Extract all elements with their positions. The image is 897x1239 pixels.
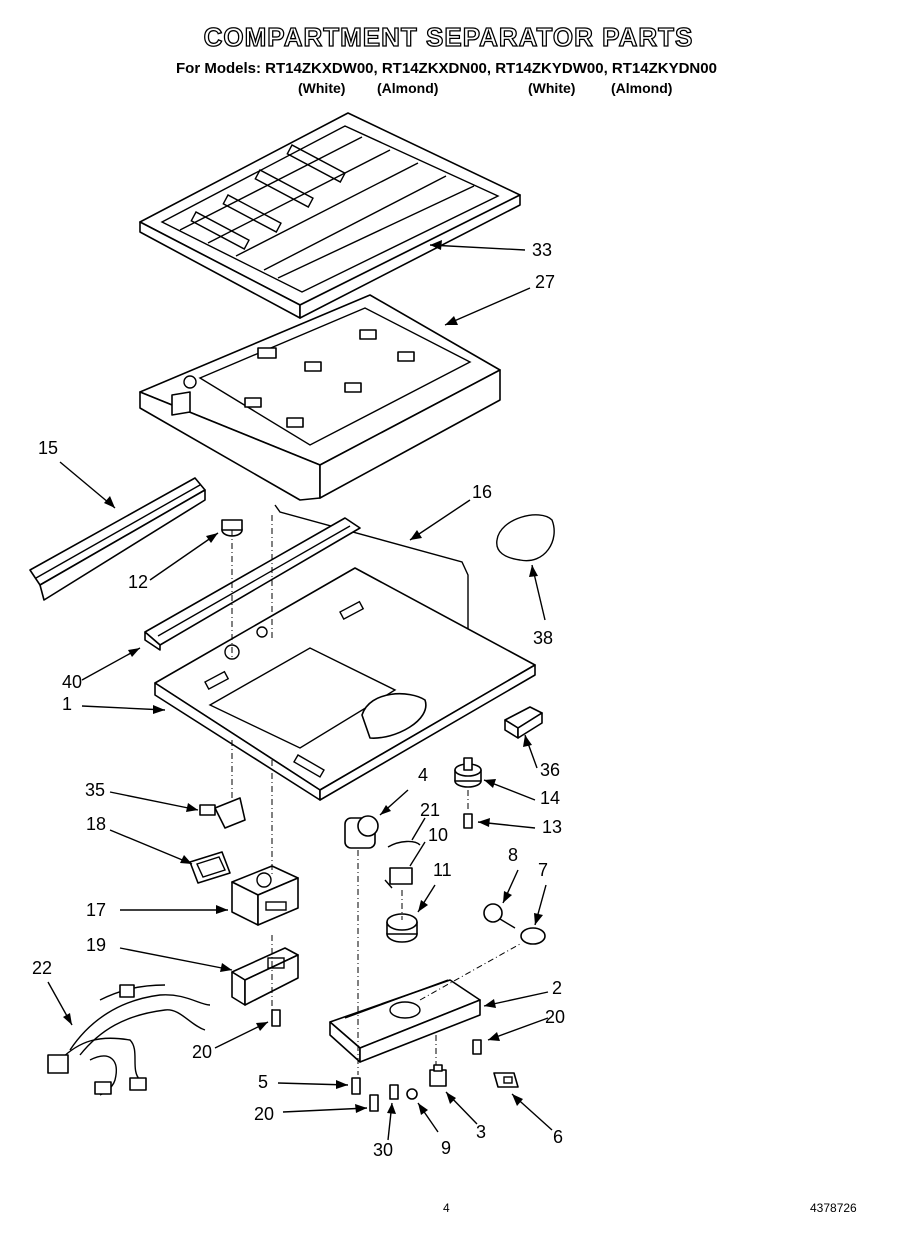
part-27-cover (139, 294, 501, 501)
callout-15: 15 (38, 438, 59, 458)
callout-40: 40 (62, 672, 83, 692)
callout-leaders (47, 240, 553, 1141)
part-7-socket (520, 927, 546, 945)
callout-27: 27 (535, 272, 556, 292)
callout-35: 35 (85, 780, 106, 800)
callout-4: 4 (418, 765, 429, 785)
callout-1: 1 (62, 694, 73, 714)
callout-11: 11 (433, 860, 452, 880)
callout-38: 38 (533, 628, 554, 648)
callout-16: 16 (472, 482, 493, 502)
page-number: 4 (443, 1201, 450, 1215)
callout-12: 12 (128, 572, 149, 592)
callout-22: 22 (32, 958, 53, 978)
part-18-lens (189, 851, 231, 884)
callout-20: 20 (254, 1104, 275, 1124)
callout-5: 5 (258, 1072, 269, 1092)
callout-20: 20 (192, 1042, 213, 1062)
callout-3: 3 (476, 1122, 487, 1142)
callout-2: 2 (552, 978, 563, 998)
part-9-nut (406, 1088, 418, 1100)
part-1-base (154, 567, 536, 801)
part-35-bracket (199, 797, 246, 829)
assembly-line (419, 943, 521, 1001)
part-2-housing (329, 979, 481, 1063)
part-20-screw (271, 1009, 281, 1027)
part-20-screw (369, 1094, 379, 1112)
color-label: (Almond) (377, 80, 439, 96)
part-38-gasket (496, 514, 555, 562)
color-label: (Almond) (611, 80, 673, 96)
part-14-bushing (454, 757, 482, 788)
callout-19: 19 (86, 935, 107, 955)
part-36-block (504, 706, 543, 739)
part-5-screw (351, 1077, 361, 1095)
callout-14: 14 (540, 788, 561, 808)
callout-33: 33 (532, 240, 553, 260)
part-13-pin (463, 813, 473, 829)
part-33-tray (139, 112, 521, 319)
part-number: 4378726 (810, 1201, 857, 1215)
part-22-wire-harness (47, 984, 211, 1096)
part-3-socket (429, 1064, 447, 1087)
callout-6: 6 (553, 1127, 564, 1147)
callout-18: 18 (86, 814, 107, 834)
part-19-bracket (231, 947, 299, 1006)
part-20-screw (472, 1039, 482, 1055)
color-label: (White) (298, 80, 346, 96)
callout-8: 8 (508, 845, 519, 865)
callout-9: 9 (441, 1138, 452, 1158)
part-11-knob (386, 913, 418, 943)
part-40-channel (144, 517, 361, 651)
part-10-switch (384, 867, 413, 889)
callout-17: 17 (86, 900, 107, 920)
callout-10: 10 (428, 825, 449, 845)
part-17-control (231, 865, 299, 926)
part-16-rod (274, 504, 469, 700)
callout-7: 7 (538, 860, 549, 880)
part-6-switch (493, 1072, 519, 1088)
callout-20: 20 (545, 1007, 566, 1027)
part-15-strip (29, 477, 206, 601)
part-4-housing (344, 815, 379, 849)
part-8-bulb (483, 903, 516, 929)
callout-13: 13 (542, 817, 563, 837)
callout-30: 30 (373, 1140, 394, 1160)
color-label: (White) (528, 80, 576, 96)
callout-36: 36 (540, 760, 561, 780)
page-title: COMPARTMENT SEPARATOR PARTS (203, 21, 694, 52)
part-30-screw (389, 1084, 399, 1100)
callout-21: 21 (420, 800, 441, 820)
part-21-clip (387, 840, 421, 848)
models-line: For Models: RT14ZKXDW00, RT14ZKXDN00, RT… (176, 60, 717, 77)
